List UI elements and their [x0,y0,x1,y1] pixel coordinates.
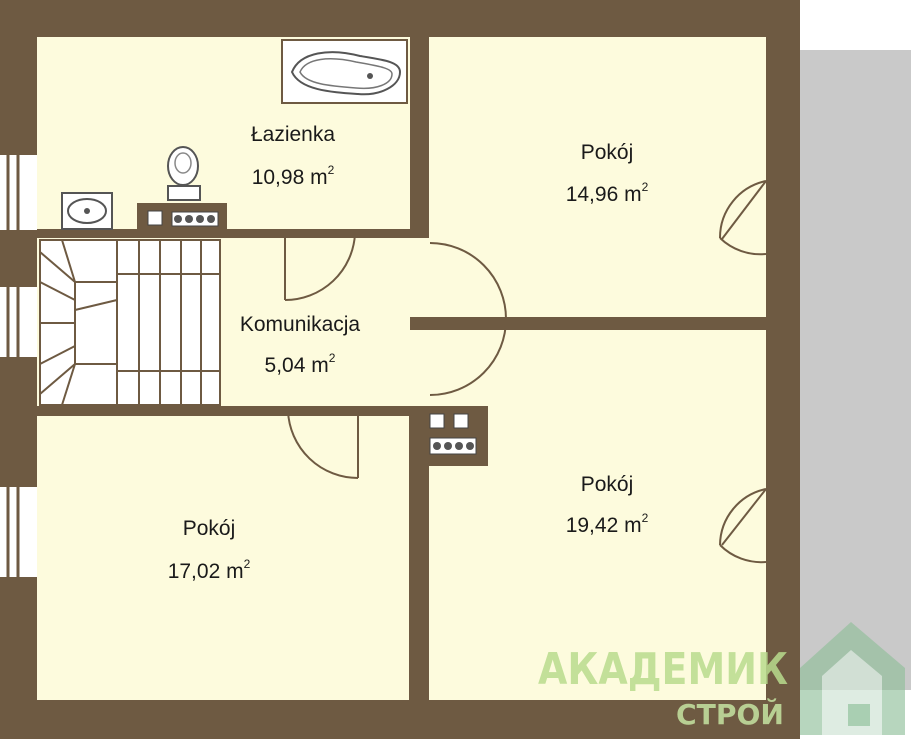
room-label-pokoj-ne: Pokój 14,96 m2 [566,141,649,206]
wall-center [410,317,766,330]
washbasin-icon [61,192,113,230]
room-area: 10,98 m2 [252,163,335,189]
toilet-icon [167,146,201,201]
door-stub [410,318,490,329]
stove-icon [420,406,488,466]
wall-bath-bottom-right [358,229,410,238]
room-name: Pokój [183,517,236,540]
room-area: 17,02 m2 [168,557,251,583]
room-label-pokoj-sw: Pokój 17,02 m2 [168,517,251,583]
interior-walls [37,37,800,702]
room-area: 5,04 m2 [265,351,336,377]
house-logo-icon [800,622,905,735]
wall-sw-right [409,406,429,702]
wall-hall-bottom-left [37,406,285,416]
room-name: Komunikacja [240,313,361,336]
room-label-komunikacja: Komunikacja 5,04 m2 [240,313,361,377]
room-area: 14,96 m2 [566,180,649,206]
wall-ne-right-mid [766,254,800,484]
wall-bath-bottom-left [37,229,285,238]
wall-bath-right [410,37,429,237]
watermark-line1: АКАДЕМИК [538,644,788,695]
watermark: АКАДЕМИК СТРОЙ [538,622,905,735]
windows-left [0,155,37,577]
balcony [796,50,911,690]
room-name: Łazienka [251,123,335,146]
wall-hall-bottom-right [358,406,410,416]
room-label-pokoj-se: Pokój 19,42 m2 [566,473,649,537]
floor-pokoj-se [429,330,766,700]
room-area: 19,42 m2 [566,511,649,537]
room-name: Pokój [581,473,634,496]
room-label-lazienka: Łazienka 10,98 m2 [251,123,335,189]
wall-ne-right-top [766,37,800,177]
floor-pokoj-sw [37,416,409,700]
wall-se-right-bottom [766,562,800,702]
stairs-icon [39,239,221,406]
room-name: Pokój [581,141,634,164]
bathtub-icon [281,39,408,104]
watermark-line2: СТРОЙ [676,697,784,731]
door-swing-icon [284,180,767,564]
floor-pokoj-ne [429,37,766,317]
chimney-icon [137,203,227,230]
